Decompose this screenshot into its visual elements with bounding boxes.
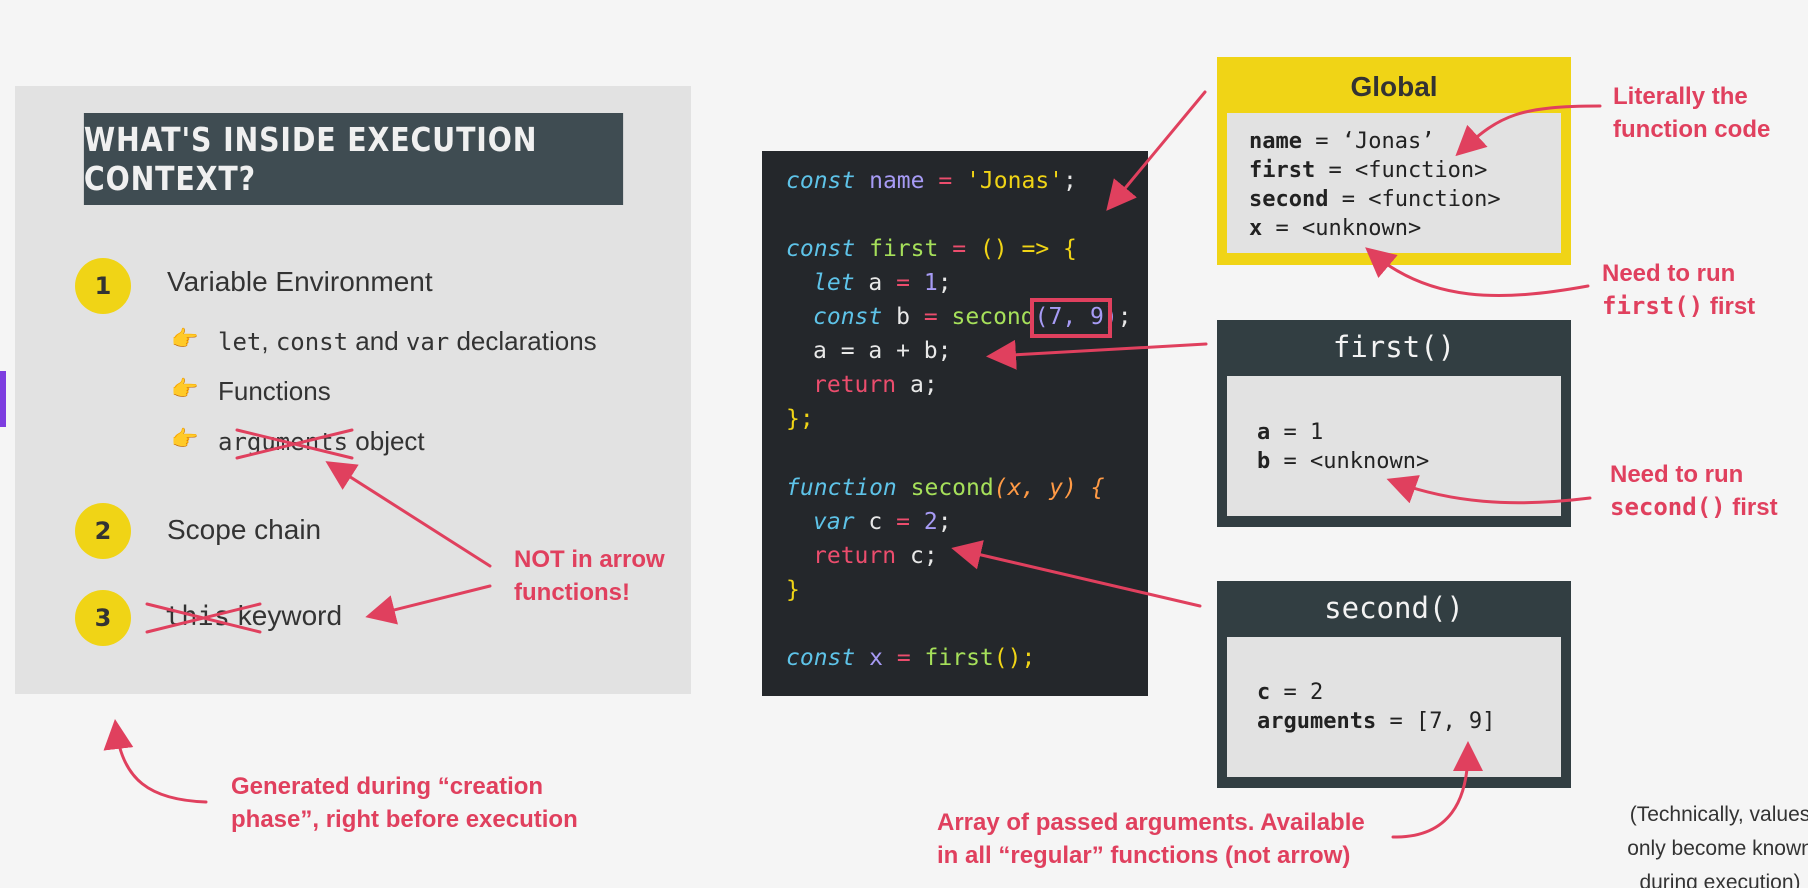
global-row-second: second = <function> (1249, 187, 1501, 212)
second-context-box: second() c = 2 arguments = [7, 9] (1217, 581, 1571, 788)
item-number-badge: 1 (75, 258, 131, 314)
args-highlight-box (1030, 298, 1112, 338)
code-line-8: function second(x, y) { (786, 475, 1105, 501)
arrow-need-second (1386, 475, 1592, 505)
code-line-6: return a; (813, 372, 938, 398)
code-line-9: var c = 2; (813, 509, 952, 535)
item-scope-chain: Scope chain (167, 514, 322, 545)
arrow-first-to-code (986, 339, 1208, 370)
global-context-title: Global (1350, 71, 1438, 102)
code-line-10: return c; (813, 543, 938, 569)
arrow-function-code (1455, 104, 1602, 157)
side-accent-bar (0, 371, 6, 427)
pointing-hand-icon: 👉 (171, 377, 199, 402)
item-number-badge: 3 (75, 590, 131, 646)
sub-item-functions: Functions (218, 376, 331, 406)
code-line-5: a = a + b; (813, 338, 952, 364)
code-line-4: const b = second(7, 9); (813, 304, 1132, 330)
item-variable-environment: Variable Environment (167, 266, 433, 297)
second-context-title: second() (1324, 591, 1464, 625)
sub-item-arguments-object: arguments object (218, 426, 425, 456)
strike-this-2 (145, 602, 262, 634)
pointing-hand-icon: 👉 (171, 327, 199, 352)
arrow-global-to-code (1106, 90, 1207, 211)
code-block (762, 151, 1148, 696)
arrow-array-arguments (1391, 741, 1483, 839)
pointing-hand-icon: 👉 (171, 427, 199, 452)
second-row-arguments: arguments = [7, 9] (1257, 709, 1496, 734)
global-row-x: x = <unknown> (1249, 216, 1422, 241)
arrow-not-arrow-arguments (325, 461, 492, 568)
strike-arguments-2 (235, 428, 354, 460)
second-row-c: c = 2 (1257, 680, 1324, 705)
sub-item-declarations: let, const and var declarations (218, 326, 597, 356)
code-line-2: const first = () => { (786, 236, 1077, 262)
arrow-second-to-code (951, 540, 1202, 608)
first-row-b: b = <unknown> (1257, 449, 1430, 474)
card-title: WHAT'S INSIDE EXECUTION CONTEXT? (83, 113, 624, 205)
code-line-1: const name = 'Jonas'; (786, 168, 1077, 194)
code-line-12: const x = first(); (786, 645, 1036, 671)
first-row-a: a = 1 (1257, 420, 1324, 445)
arrow-need-first (1365, 247, 1590, 298)
global-row-first: first = <function> (1249, 158, 1488, 183)
code-line-3: let a = 1; (813, 270, 952, 296)
arrow-not-arrow-this (365, 584, 492, 625)
global-row-name: name = ‘Jonas’ (1249, 129, 1435, 154)
code-line-7: }; (786, 406, 814, 432)
first-context-title: first() (1332, 330, 1456, 364)
global-context-box: Global name = ‘Jonas’ first = <function>… (1217, 57, 1571, 265)
code-line-11: } (786, 577, 800, 603)
item-number-badge: 2 (75, 503, 131, 559)
arrow-creation-phase (103, 719, 208, 804)
